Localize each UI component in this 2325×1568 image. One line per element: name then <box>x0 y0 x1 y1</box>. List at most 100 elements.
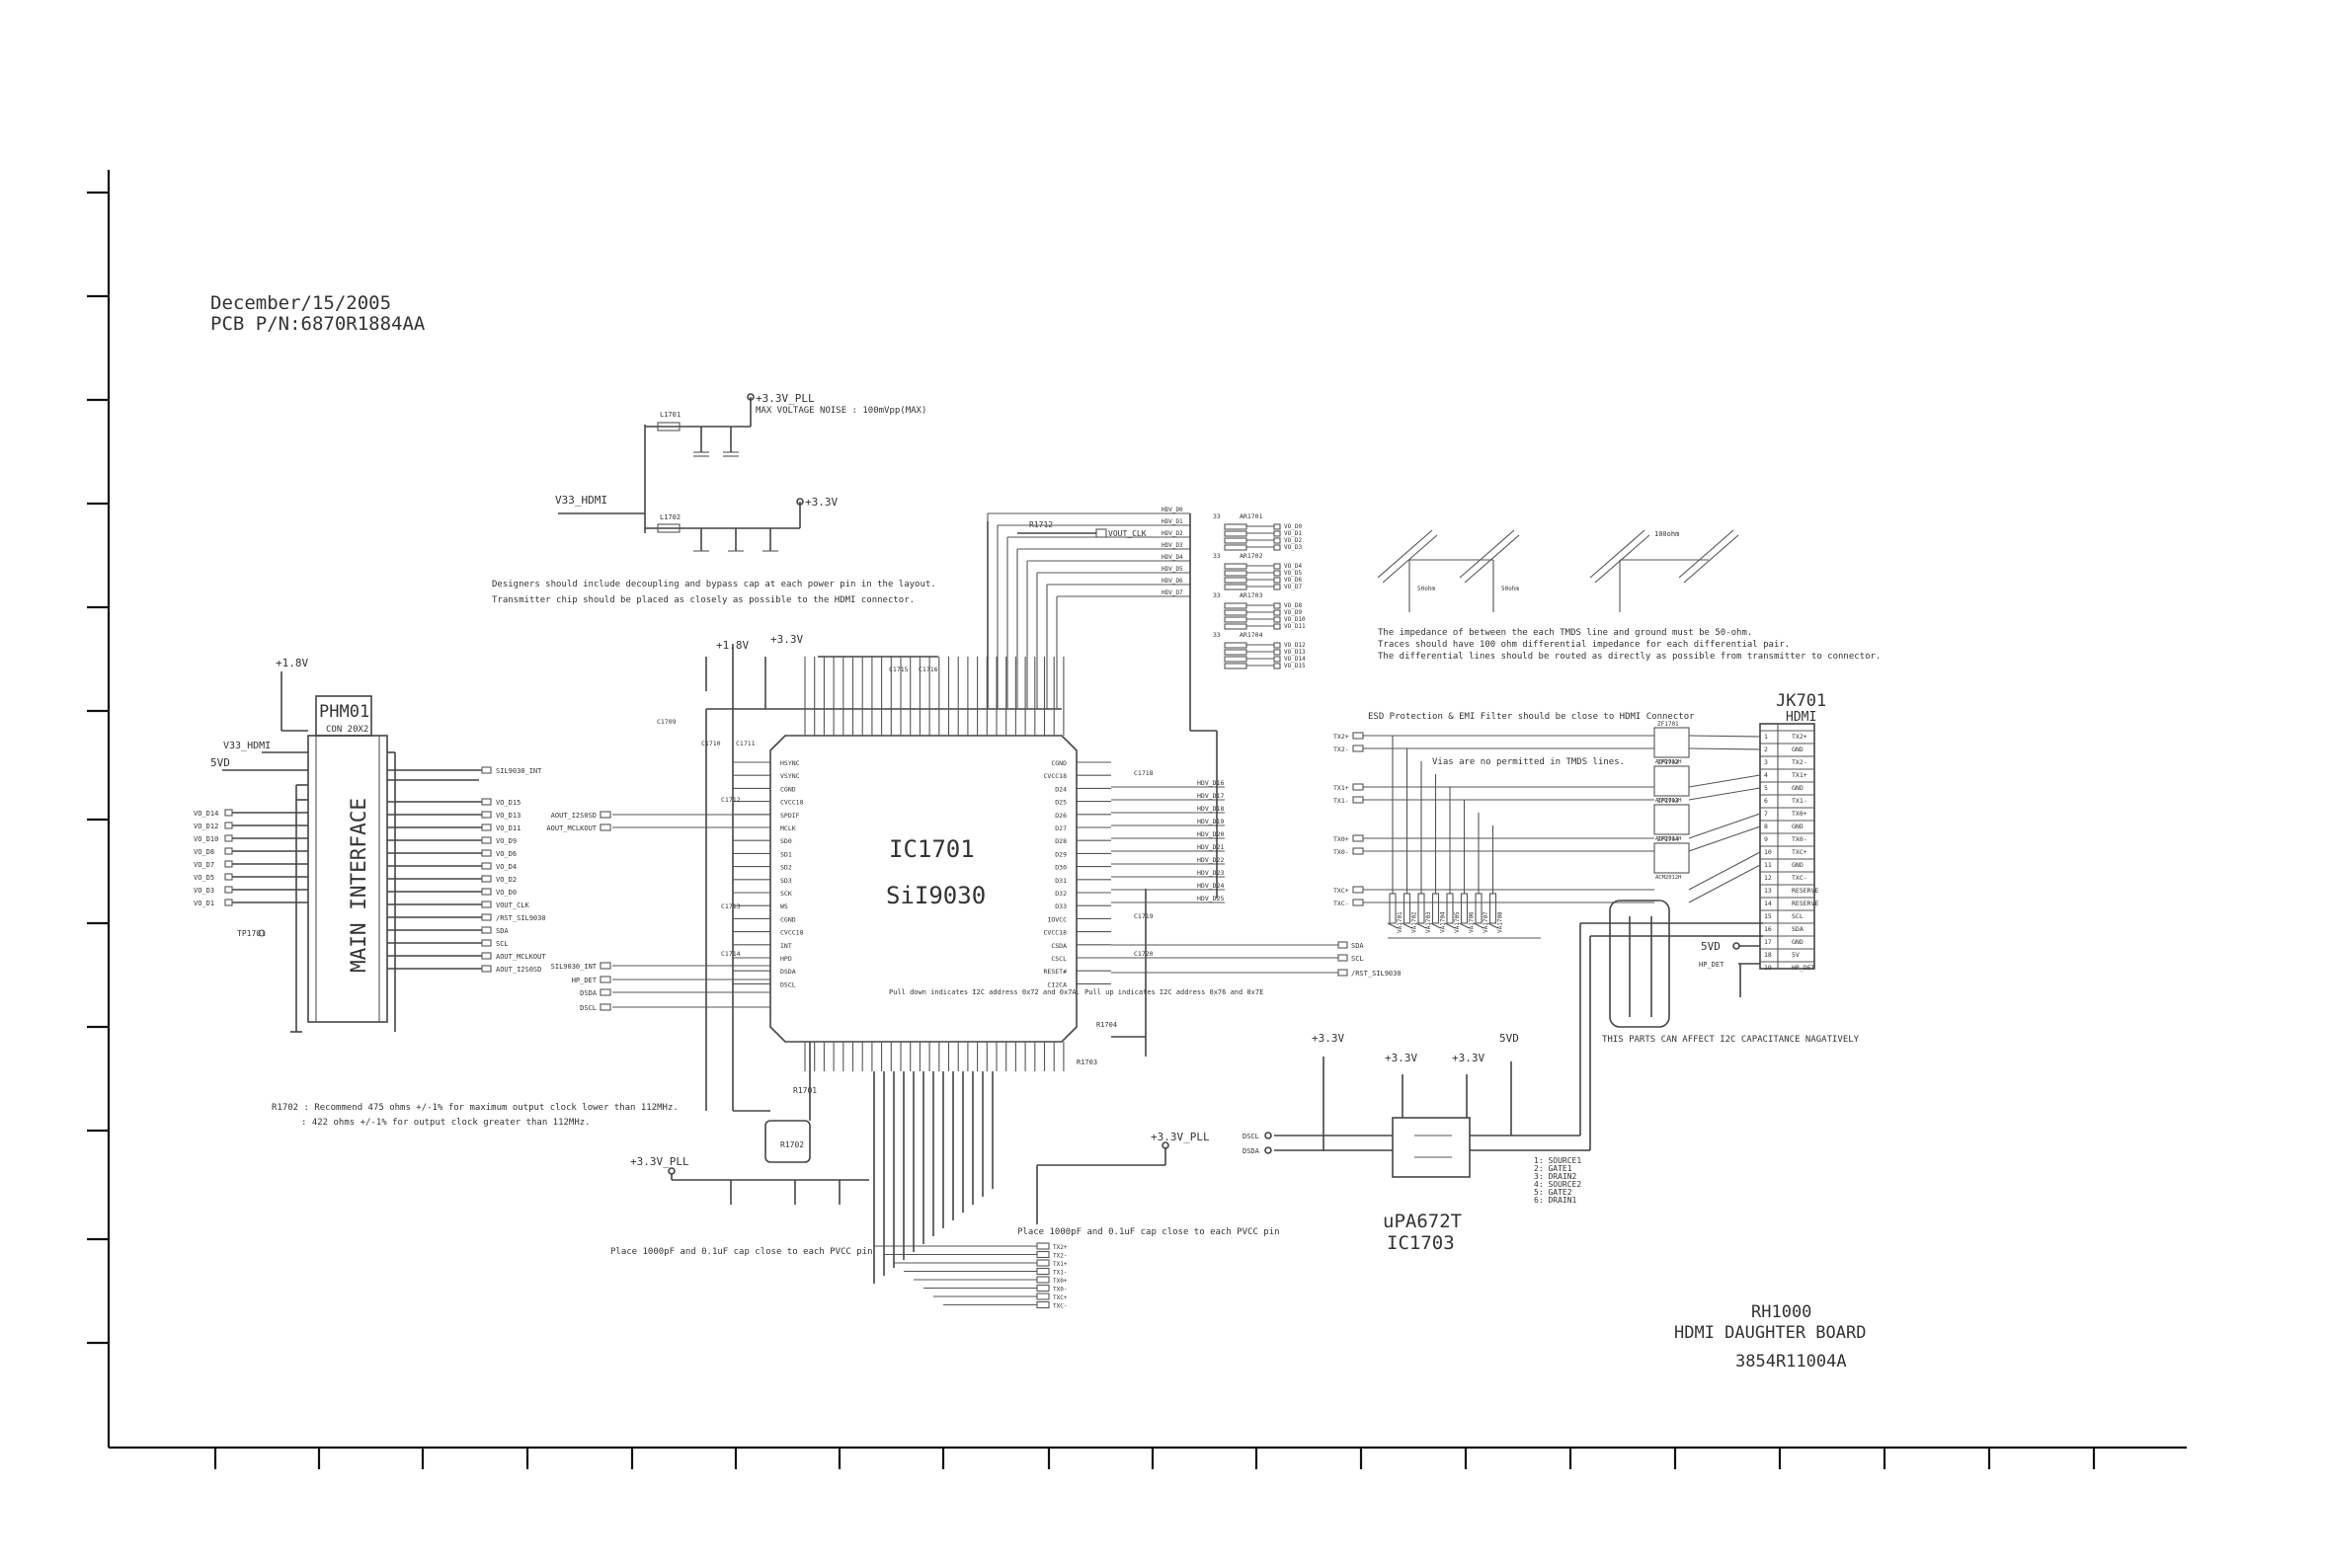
note-placement: Transmitter chip should be placed as clo… <box>492 595 915 605</box>
varistor-label: VA1703 <box>1425 911 1432 933</box>
header-date: December/15/2005 <box>210 292 391 314</box>
array-output: VO_D13 <box>1284 649 1306 656</box>
jk701-pin-number: 13 <box>1764 887 1772 895</box>
note-pvcc-left: Place 1000pF and 0.1uF cap close to each… <box>610 1247 873 1257</box>
ic1701-output-signal: HDV_D18 <box>1197 805 1224 813</box>
ic1701-right-pin: CVCC18 <box>1044 772 1068 780</box>
jk701-pin-number: 4 <box>1764 771 1768 779</box>
ic1701-right-pin: CSCL <box>1051 955 1067 963</box>
filter-part: ACM2012H <box>1655 798 1682 804</box>
array-output: VO_D14 <box>1284 656 1306 663</box>
varistor-label: VA1704 <box>1440 911 1447 933</box>
ic1701-left-pin: SD2 <box>780 864 792 872</box>
r1702-label: R1702 <box>780 1140 804 1149</box>
varistor-label: VA1702 <box>1411 911 1418 933</box>
varistor-label: VA1708 <box>1497 911 1504 933</box>
filter-part: ACM2012H <box>1655 875 1682 881</box>
array-input: HDV_D4 <box>1162 554 1183 561</box>
v33-rail-label: +3.3V <box>805 496 838 509</box>
tx-input-label: TX0+ <box>1333 835 1349 843</box>
jk701-pin-name: TX0- <box>1792 835 1807 843</box>
jk701-pin-number: 19 <box>1764 964 1772 972</box>
title-part-number: 3854R11004A <box>1735 1352 1847 1372</box>
tx-input-label: TXC+ <box>1333 887 1349 895</box>
phm01-main-interface-label: MAIN INTERFACE <box>347 798 370 973</box>
array-input: HDV_D7 <box>1162 589 1183 596</box>
title-board: HDMI DAUGHTER BOARD <box>1674 1323 1866 1343</box>
jk701-pin-name: GND <box>1792 784 1804 792</box>
jk701-pin-number: 11 <box>1764 861 1772 869</box>
v33-hdmi-label: V33_HDMI <box>555 494 607 507</box>
ic1701-right-pin: D25 <box>1055 799 1067 807</box>
ic1701-input-signal: SIL9030_INT <box>551 963 598 971</box>
ic1701-right-pin: CSDA <box>1051 942 1067 950</box>
phm01-right-signal: VO_D13 <box>496 812 521 820</box>
pvcc-section <box>668 1141 1169 1224</box>
array-output: VO_D10 <box>1284 616 1306 623</box>
array-ref: AR1703 <box>1240 591 1263 599</box>
pll-rail-label: +3.3V_PLL <box>756 392 815 405</box>
phm01-right-signal: VO_D15 <box>496 799 521 807</box>
varistor-label: VA1701 <box>1397 911 1403 933</box>
ic1703-pin: 5: GATE2 <box>1534 1188 1572 1197</box>
jk701-pin-name: GND <box>1792 938 1804 946</box>
ic1701-chip <box>705 644 1147 1112</box>
ic1703-block <box>1264 922 1763 1178</box>
note-impedance-3: The differential lines should be routed … <box>1378 652 1881 662</box>
phm01-right-signal: VO_D6 <box>496 850 517 858</box>
phm01-right-signal: SCL <box>496 940 509 948</box>
jk701-pin-name: HP_DET <box>1792 964 1815 972</box>
tx-input-label: TX2- <box>1333 745 1349 753</box>
cap-label: C1713 <box>721 902 741 910</box>
ic1701-input-signal: DSCL <box>580 1004 597 1012</box>
array-input: HDV_D2 <box>1162 530 1183 537</box>
ic1701-ctrl-signal: SDA <box>1351 942 1364 950</box>
ic1701-right-pin: CI2CA <box>1047 980 1067 988</box>
jk701-pin-number: 8 <box>1764 823 1768 830</box>
ic1703-ref: IC1703 <box>1387 1232 1455 1254</box>
ic1701-left-pin: WS <box>780 902 788 910</box>
connector-phm01: PHM01 CON 20X2 MAIN INTERFACE +1.8V V33_… <box>210 657 479 1033</box>
tmds-impedance-diagram: 50ohm 50ohm 100ohm <box>1377 529 1739 612</box>
array-input: HDV_D3 <box>1162 542 1183 549</box>
tx-bus-label: TX0- <box>1053 1287 1067 1294</box>
ic1701-left-pin: SCK <box>780 890 792 898</box>
ic1701-output-signal: HDV_D21 <box>1197 843 1224 851</box>
jk701-pin-number: 5 <box>1764 784 1768 792</box>
jk701-type: HDMI <box>1786 710 1816 725</box>
phm01-left-signal: VO_D12 <box>194 823 218 830</box>
ic1701-output-signal: HDV_D16 <box>1197 779 1224 787</box>
hp-det-label: HP_DET <box>1699 961 1724 969</box>
varistor-label: VA1707 <box>1483 911 1489 933</box>
array-output: VO_D2 <box>1284 537 1302 544</box>
rail-3v3-ic1703-b: +3.3V <box>1385 1052 1417 1064</box>
ic1701-left-pin: INT <box>780 942 792 950</box>
array-ref: AR1704 <box>1240 631 1263 639</box>
ic1701-left-pin: SPDIF <box>780 812 800 820</box>
phm01-right-signal: VO_D0 <box>496 889 517 897</box>
phm01-right-signal: VO_D2 <box>496 876 517 884</box>
title-model: RH1000 <box>1751 1302 1811 1322</box>
phm01-left-signal: VO_D5 <box>194 874 214 882</box>
phm01-ref: PHM01 <box>319 702 369 722</box>
phm01-left-signal: VO_D10 <box>194 835 218 843</box>
jk701-pin-name: TX0+ <box>1792 810 1807 818</box>
ic1701-output-signal: HDV_D17 <box>1197 792 1224 800</box>
header-pcb-number: PCB P/N:6870R1884AA <box>210 313 426 335</box>
ic1701-top-pins <box>804 657 1065 736</box>
phm01-part: CON 20X2 <box>326 725 368 735</box>
jk701-ref: JK701 <box>1776 691 1826 711</box>
r1703-label: R1703 <box>1077 1058 1097 1066</box>
bead-l1702-label: L1702 <box>660 513 681 521</box>
ic1701-bottom-pins <box>804 1042 1065 1284</box>
cap-label: C1711 <box>736 740 756 747</box>
array-output: VO_D12 <box>1284 642 1306 649</box>
jk701-pin-number: 1 <box>1764 733 1768 741</box>
tx-input-label: TX0- <box>1333 848 1349 856</box>
ic1701-right-pin: D26 <box>1055 812 1067 820</box>
array-output: VO_D11 <box>1284 623 1306 630</box>
rail-5vd-ic1703: 5VD <box>1499 1032 1519 1045</box>
